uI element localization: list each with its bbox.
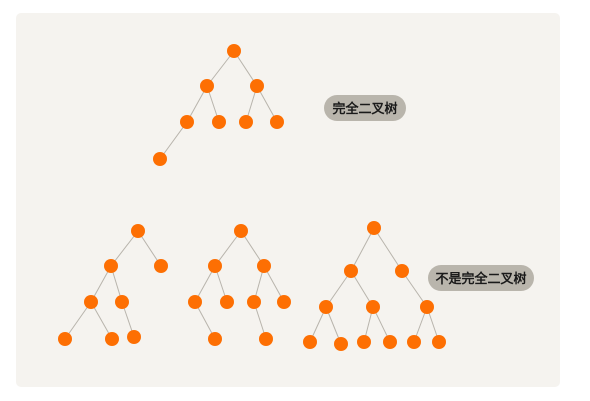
tree-2-node	[84, 295, 98, 309]
tree-3-edge	[194, 301, 216, 340]
tree-2-edge	[90, 301, 113, 340]
label-bubble	[428, 265, 534, 291]
tree-2-node	[58, 332, 72, 346]
tree-1-node	[270, 115, 284, 129]
tree-4-node	[383, 335, 397, 349]
tree-1-node	[239, 115, 253, 129]
tree-3-node	[220, 295, 234, 309]
tree-4-edge	[373, 227, 403, 272]
tree-3-node	[188, 295, 202, 309]
tree-3-node	[277, 295, 291, 309]
tree-3-node	[208, 332, 222, 346]
label-complete-text: 完全二叉树	[332, 101, 397, 117]
tree-1-node	[250, 79, 264, 93]
tree-3-node	[257, 259, 271, 273]
tree-1-node	[200, 79, 214, 93]
tree-4-node	[334, 337, 348, 351]
tree-4-node	[319, 300, 333, 314]
tree-1-edge	[159, 121, 188, 160]
tree-1-edge	[206, 50, 235, 87]
tree-4-node	[420, 300, 434, 314]
tree-1-node	[212, 115, 226, 129]
tree-4-edge	[325, 270, 352, 308]
tree-3-node	[208, 259, 222, 273]
tree-2-edge	[110, 230, 139, 267]
tree-3-node	[247, 295, 261, 309]
tree-4-node	[367, 221, 381, 235]
tree-4-node	[366, 300, 380, 314]
tree-3-node	[259, 332, 273, 346]
label-not-complete-binary-tree: 不是完全二叉树	[428, 265, 534, 291]
tree-4-node	[357, 335, 371, 349]
tree-3-node	[234, 224, 248, 238]
tree-1-node	[227, 44, 241, 58]
tree-2-node	[127, 330, 141, 344]
tree-4-node	[407, 335, 421, 349]
tree-4-edge	[350, 270, 374, 308]
tree-4-node	[395, 264, 409, 278]
tree-nodes	[58, 44, 446, 351]
tree-2-edge	[64, 301, 92, 340]
label-complete-binary-tree: 完全二叉树	[324, 95, 406, 121]
tree-4-node	[303, 335, 317, 349]
tree-4-node	[344, 264, 358, 278]
tree-2-node	[131, 224, 145, 238]
label-not-complete-text: 不是完全二叉树	[435, 271, 526, 287]
tree-2-node	[105, 332, 119, 346]
tree-4-node	[432, 335, 446, 349]
tree-2-node	[154, 259, 168, 273]
tree-2-node	[104, 259, 118, 273]
diagram-canvas	[16, 13, 560, 387]
tree-4-edge	[350, 227, 375, 272]
label-bubble	[324, 95, 406, 121]
tree-1-node	[180, 115, 194, 129]
tree-3-edge	[214, 230, 242, 267]
tree-1-node	[153, 152, 167, 166]
tree-4-edge	[401, 270, 428, 308]
tree-2-node	[115, 295, 129, 309]
